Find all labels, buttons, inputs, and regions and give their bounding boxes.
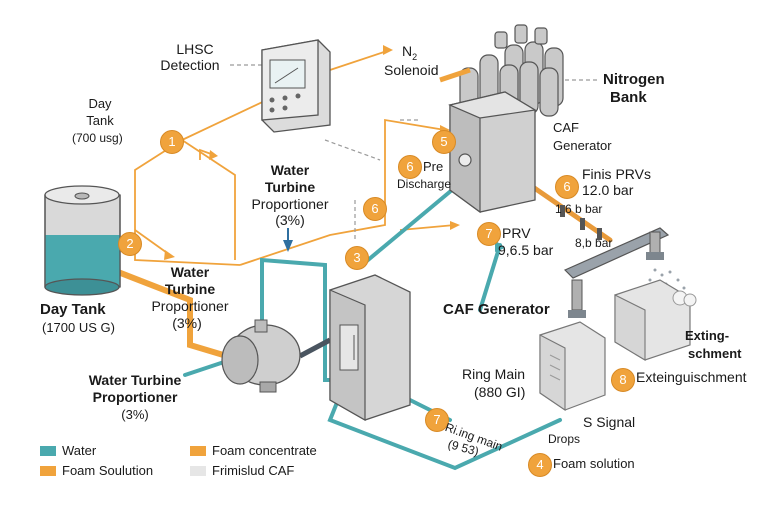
arrow-wtp (283, 240, 293, 252)
step-badge-6c: 6 (555, 175, 579, 199)
n2-label: N2 (402, 43, 418, 62)
legend-swatch-water (40, 446, 56, 456)
step-badge-4: 4 (528, 453, 552, 477)
wtp-mid-3: Proportioner (151, 298, 229, 314)
day-tank-small-2: Tank (86, 113, 114, 128)
caf-gen-top-label-1: CAF (553, 120, 579, 135)
exteinguischment-label: Exteinguischment (636, 369, 747, 385)
wtp-mid-2: Turbine (164, 281, 216, 297)
caf-gen-mid-label: CAF Generator (443, 301, 550, 318)
legend-swatch-premixed-caf (190, 466, 206, 476)
bank-label: Bank (610, 89, 647, 106)
exting-label-2: schment (688, 346, 742, 361)
legend-swatch-foam-solution (40, 466, 56, 476)
prv-markers (560, 205, 602, 240)
wtp-center-1: Water (270, 162, 310, 178)
bar-8b-label: 8,b bar (575, 236, 613, 250)
day-tank-small-3: (700 usg) (72, 131, 123, 145)
day-tank-small-1: Day (88, 96, 112, 111)
step-badge-7b: 7 (425, 408, 449, 432)
step-badge-7a: 7 (477, 222, 501, 246)
legend-label-water: Water (62, 443, 97, 458)
extinguishment-box (614, 279, 697, 361)
wtp-low-3: (3%) (121, 407, 149, 422)
ring-main-val: (880 GI) (474, 384, 526, 400)
pre-label: Pre (423, 159, 444, 174)
nitrogen-label: Nitrogen (603, 71, 665, 88)
nozzle-manifold (563, 227, 670, 318)
foam-solution-step-label: Foam solution (553, 456, 635, 471)
caf-gen-top-label-2: Generator (553, 138, 612, 153)
wtp-mid-4: (3%) (172, 315, 202, 331)
wtp-low-2: Proportioner (92, 389, 178, 405)
prv-label: PRV (502, 225, 531, 241)
water-turbine-pump (221, 319, 301, 393)
legend-label-premixed-caf: Frimislud CAF (212, 463, 295, 478)
wtp-center-4: (3%) (275, 212, 305, 228)
lhsc-label: LHSC (176, 41, 214, 57)
s-signal-label: S Signal (583, 414, 636, 430)
step-badge-3: 3 (345, 246, 369, 270)
ring-main-label: Ring Main (462, 366, 526, 382)
foam-pipe (97, 262, 243, 363)
day-tank-main-label: Day Tank (40, 301, 106, 318)
day-tank (44, 185, 121, 296)
wtp-mid-1: Water (170, 264, 210, 280)
arrow-head (495, 240, 505, 252)
bar-12-label: 12.0 bar (582, 182, 634, 198)
finis-prvs-label: Finis PRVs (582, 166, 651, 182)
step-badge-2: 2 (118, 232, 142, 256)
bar-965-label: 9,6.5 bar (498, 242, 554, 258)
legend-label-foam-solution: Foam Soulution (62, 463, 154, 478)
legend-label-foam-concentrate: Foam concentrate (212, 443, 317, 458)
dark-pipe (298, 337, 332, 359)
wtp-low-1: Water Turbine (88, 372, 182, 388)
wtp-center-3: Proportioner (251, 196, 329, 212)
n2-pipe (439, 67, 471, 83)
legend-swatch-foam-concentrate (190, 446, 206, 456)
dashed-lines (230, 64, 600, 240)
solenoid-label: Solenoid (384, 62, 439, 78)
caf-generator-top (448, 91, 537, 214)
exting-label-1: Exting- (685, 328, 730, 343)
drops-label: Drops (548, 432, 581, 446)
ring-main-box (539, 321, 606, 412)
caf-generator-mid (329, 274, 411, 422)
wtp-center-2: Turbine (264, 179, 316, 195)
detection-panel (261, 39, 331, 133)
step-badge-6b: 6 (363, 197, 387, 221)
step-badge-5: 5 (432, 130, 456, 154)
nitrogen-bank (459, 24, 564, 117)
step-badge-6a: 6 (398, 155, 422, 179)
discharge-label: Discharge (397, 177, 452, 191)
bar-16b-label: 1 6 b bar (555, 202, 603, 216)
step-badge-1: 1 (160, 130, 184, 154)
step-badge-8: 8 (611, 368, 635, 392)
detection-label: Detection (160, 57, 220, 73)
day-tank-main-cap: (1700 US G) (42, 320, 115, 335)
